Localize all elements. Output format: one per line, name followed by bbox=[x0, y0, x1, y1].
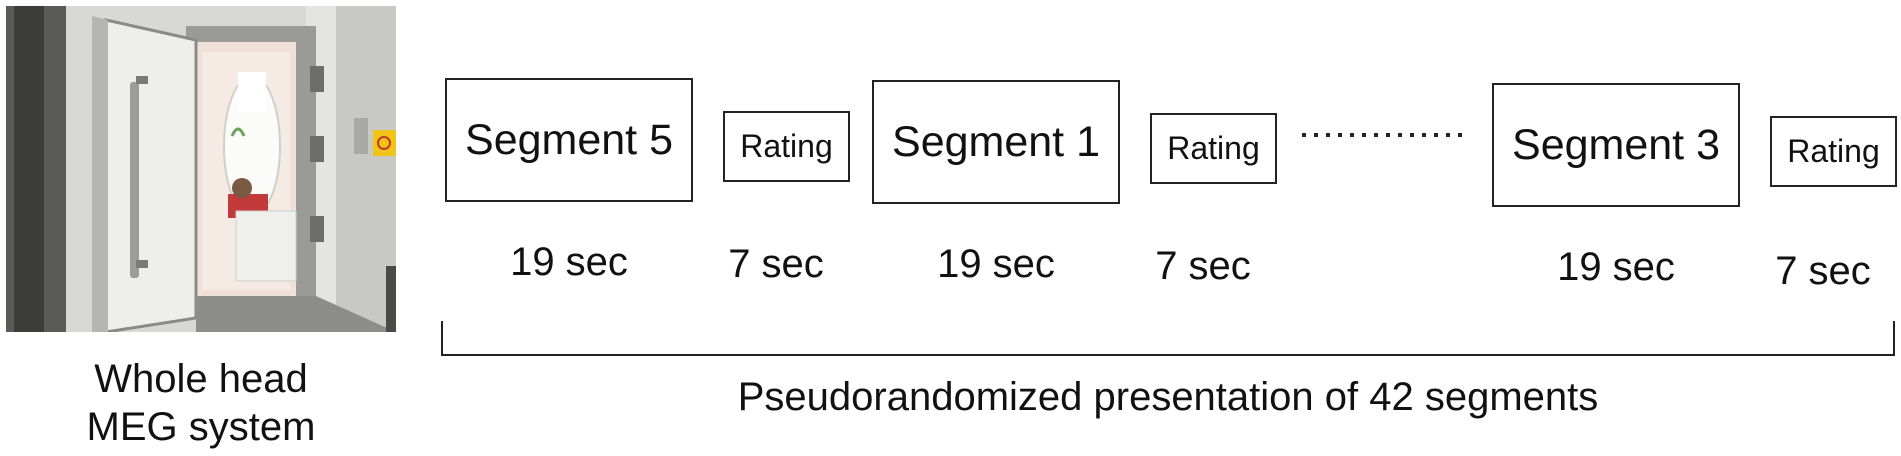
rating-box-1: Rating bbox=[723, 111, 850, 182]
rating-label: Rating bbox=[1787, 133, 1880, 169]
rating-label: Rating bbox=[1167, 130, 1260, 166]
caption-line-2: MEG system bbox=[86, 405, 316, 449]
segment-label: Segment 5 bbox=[465, 115, 673, 164]
ellipsis-dots bbox=[1300, 126, 1472, 137]
segment-box-2: Segment 1 bbox=[872, 80, 1120, 204]
duration-label: 7 sec bbox=[1775, 249, 1871, 293]
duration-label: 7 sec bbox=[1155, 244, 1251, 288]
duration-label: 19 sec bbox=[937, 242, 1055, 286]
rating-label: Rating bbox=[740, 128, 833, 164]
segment-box-3: Segment 3 bbox=[1492, 83, 1740, 207]
segment-label: Segment 3 bbox=[1512, 120, 1720, 169]
segment-label: Segment 1 bbox=[892, 117, 1100, 166]
sequence-summary: Pseudorandomized presentation of 42 segm… bbox=[737, 375, 1599, 419]
sequence-bracket bbox=[441, 321, 1895, 357]
duration-label: 7 sec bbox=[728, 242, 824, 286]
rating-box-3: Rating bbox=[1770, 116, 1897, 187]
duration-label: 19 sec bbox=[510, 240, 628, 284]
rating-box-2: Rating bbox=[1150, 113, 1277, 184]
caption-line-1: Whole head bbox=[94, 357, 308, 401]
meg-room-photo bbox=[6, 6, 396, 332]
meg-system-caption: Whole head MEG system bbox=[6, 355, 396, 451]
duration-label: 19 sec bbox=[1557, 245, 1675, 289]
segment-box-1: Segment 5 bbox=[445, 78, 693, 202]
